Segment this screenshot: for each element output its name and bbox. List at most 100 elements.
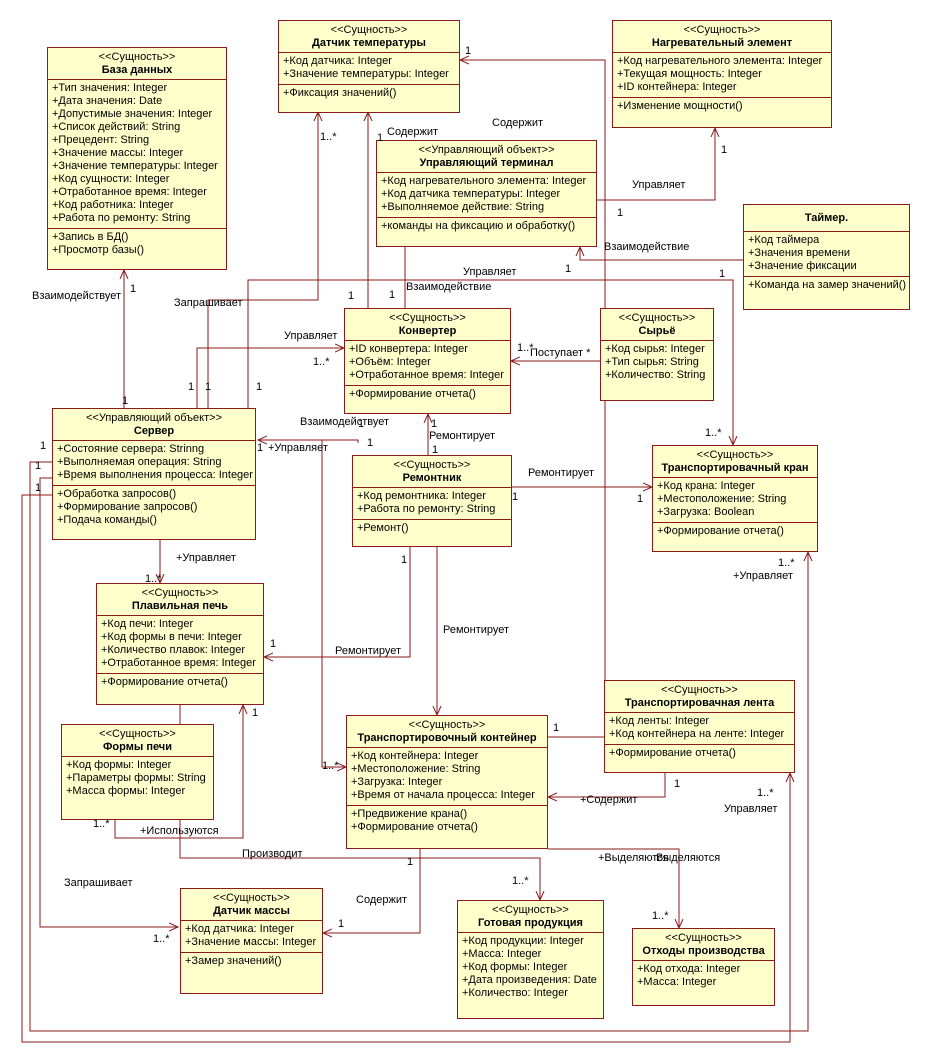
attribute: +Код таймера bbox=[748, 234, 820, 246]
multiplicity-label: 1 bbox=[35, 482, 42, 494]
attribute: +Значение массы: Integer bbox=[52, 147, 184, 159]
class-server[interactable]: <<Управляющий объект>>Сервер +Состояние … bbox=[52, 408, 256, 540]
class-temperature-sensor[interactable]: <<Сущность>>Датчик температуры +Код датч… bbox=[278, 20, 460, 113]
class-attributes: +Тип значения: Integer +Дата значения: D… bbox=[48, 80, 226, 229]
class-name: Готовая продукция bbox=[478, 917, 583, 929]
class-stereotype: <<Сущность>> bbox=[393, 459, 471, 471]
class-stereotype: <<Сущность>> bbox=[141, 587, 219, 599]
attribute: +Код продукции: Integer bbox=[462, 935, 584, 947]
association-label: +Содержит bbox=[580, 794, 638, 806]
class-crane[interactable]: <<Сущность>>Транспортировачный кран +Код… bbox=[652, 445, 818, 552]
operation: +Обработка запросов() bbox=[57, 488, 177, 500]
attribute: +ID контейнера: Integer bbox=[617, 81, 737, 93]
class-melting-furnace[interactable]: <<Сущность>>Плавильная печь +Код печи: I… bbox=[96, 583, 264, 705]
class-database[interactable]: <<Сущность>>База данных +Тип значения: I… bbox=[47, 47, 227, 270]
class-name: Транспортировочный контейнер bbox=[357, 732, 537, 744]
class-operations: +Команда на замер значений() bbox=[744, 277, 909, 295]
class-stereotype: <<Сущность>> bbox=[665, 932, 742, 944]
attribute: +Значение массы: Integer bbox=[185, 936, 317, 948]
class-conveyor-belt[interactable]: <<Сущность>>Транспортировачная лента +Ко… bbox=[604, 680, 795, 773]
class-transport-container[interactable]: <<Сущность>>Транспортировочный контейнер… bbox=[346, 715, 548, 849]
class-operations: +Запись в БД() +Просмотр базы() bbox=[48, 229, 226, 260]
class-attributes: +Код таймера +Значения времени +Значение… bbox=[744, 232, 909, 277]
attribute: +Допустимые значения: Integer bbox=[52, 108, 213, 120]
multiplicity-label: 1 bbox=[565, 263, 572, 275]
multiplicity-label: 1..* bbox=[320, 131, 337, 143]
association-label: Взаимодействие bbox=[604, 241, 690, 253]
attribute: +Объём: Integer bbox=[349, 356, 431, 368]
class-furnace-forms[interactable]: <<Сущность>>Формы печи +Код формы: Integ… bbox=[61, 724, 214, 820]
attribute: +Масса: Integer bbox=[462, 948, 542, 960]
class-production-waste[interactable]: <<Сущность>>Отходы производства +Код отх… bbox=[632, 928, 775, 1006]
class-operations: +Формирование отчета() bbox=[653, 523, 817, 541]
class-name: Конвертер bbox=[398, 325, 457, 337]
operation: +Фиксация значений() bbox=[283, 87, 397, 99]
class-converter[interactable]: <<Сущность>>Конвертер +ID конвертера: In… bbox=[344, 308, 511, 414]
class-operations: +Замер значений() bbox=[181, 953, 322, 971]
class-raw-material[interactable]: <<Сущность>>Сырьё +Код сырья: Integer +Т… bbox=[600, 308, 714, 401]
attribute: +Тип значения: Integer bbox=[52, 82, 168, 94]
operation: +Команда на замер значений() bbox=[748, 279, 907, 291]
class-heating-element[interactable]: <<Сущность>>Нагревательный элемент +Код … bbox=[612, 20, 832, 128]
multiplicity-label: 1..* bbox=[313, 356, 330, 368]
multiplicity-label: 1 bbox=[358, 418, 365, 430]
class-operations: +Предвижение крана() +Формирование отчет… bbox=[347, 806, 547, 837]
class-name: Датчик массы bbox=[213, 905, 290, 917]
attribute: +Отработанное время: Integer bbox=[349, 369, 504, 381]
multiplicity-label: 1..* bbox=[652, 910, 669, 922]
operation: +Формирование отчета() bbox=[349, 388, 476, 400]
class-mass-sensor[interactable]: <<Сущность>>Датчик массы +Код датчика: I… bbox=[180, 888, 323, 994]
association-label: Управляет bbox=[724, 803, 778, 815]
multiplicity-label: 1 bbox=[256, 381, 263, 393]
class-name: Формы печи bbox=[103, 741, 172, 753]
attribute: +Время от начала процесса: Integer bbox=[351, 789, 535, 801]
attribute: +Количество: String bbox=[605, 369, 706, 381]
class-attributes: +Состояние сервера: Strinng +Выполняемая… bbox=[53, 441, 255, 486]
attribute: +Текущая мощность: Integer bbox=[617, 68, 762, 80]
class-name: Отходы производства bbox=[642, 945, 765, 957]
attribute: +Прецедент: String bbox=[52, 134, 150, 146]
class-attributes: +Код крана: Integer +Местоположение: Str… bbox=[653, 478, 817, 523]
attribute: +Местоположение: String bbox=[351, 763, 481, 775]
class-attributes: +Код ремонтника: Integer +Работа по ремо… bbox=[353, 488, 511, 520]
class-repairman[interactable]: <<Сущность>>Ремонтник +Код ремонтника: I… bbox=[352, 455, 512, 547]
attribute: +Код контейнера на ленте: Integer bbox=[609, 728, 785, 740]
association-label: +Управляет bbox=[268, 442, 328, 454]
attribute: +Выполняемая операция: String bbox=[57, 456, 222, 468]
attribute: +Загрузка: Boolean bbox=[657, 506, 755, 518]
attribute: +Код ленты: Integer bbox=[609, 715, 710, 727]
class-operations: +Формирование отчета() bbox=[97, 674, 263, 692]
association-label: +Управляет bbox=[176, 552, 236, 564]
class-stereotype: <<Сущность>> bbox=[492, 904, 569, 916]
attribute: +Отработанное время: Integer bbox=[52, 186, 207, 198]
class-name: Транспортировачная лента bbox=[624, 697, 775, 709]
class-control-terminal[interactable]: <<Управляющий объект>>Управляющий термин… bbox=[376, 140, 597, 247]
operation: +Изменение мощности() bbox=[617, 100, 743, 112]
multiplicity-label: 1 bbox=[377, 132, 384, 144]
association-label: Ремонтирует bbox=[429, 430, 496, 442]
attribute: +ID конвертера: Integer bbox=[349, 343, 468, 355]
class-name: Ремонтник bbox=[402, 472, 462, 484]
class-name: Нагревательный элемент bbox=[651, 37, 793, 49]
association-label: Содержит bbox=[356, 894, 408, 906]
association-label: Производит bbox=[242, 848, 303, 860]
class-attributes: +ID конвертера: Integer +Объём: Integer … bbox=[345, 341, 510, 386]
multiplicity-label: 1 bbox=[407, 856, 414, 868]
attribute: +Отработанное время: Integer bbox=[101, 657, 256, 669]
association-label: Взаимодействует bbox=[300, 416, 390, 428]
class-name: База данных bbox=[101, 64, 173, 76]
association-label: +Управляет bbox=[733, 570, 793, 582]
attribute: +Масса формы: Integer bbox=[66, 785, 186, 797]
class-attributes: +Код формы: Integer +Параметры формы: St… bbox=[62, 757, 213, 801]
class-timer[interactable]: Таймер. +Код таймера +Значения времени +… bbox=[743, 204, 910, 310]
multiplicity-label: 1 bbox=[512, 491, 519, 503]
multiplicity-label: 1 bbox=[270, 638, 277, 650]
attribute: +Список действий: String bbox=[52, 121, 181, 133]
class-finished-product[interactable]: <<Сущность>>Готовая продукция +Код проду… bbox=[457, 900, 604, 1019]
multiplicity-label: 1 bbox=[431, 418, 438, 430]
multiplicity-label: 1 bbox=[252, 707, 259, 719]
class-attributes: +Код печи: Integer +Код формы в печи: In… bbox=[97, 616, 263, 674]
attribute: +Код контейнера: Integer bbox=[351, 750, 479, 762]
association-label: Содержит bbox=[492, 117, 544, 129]
